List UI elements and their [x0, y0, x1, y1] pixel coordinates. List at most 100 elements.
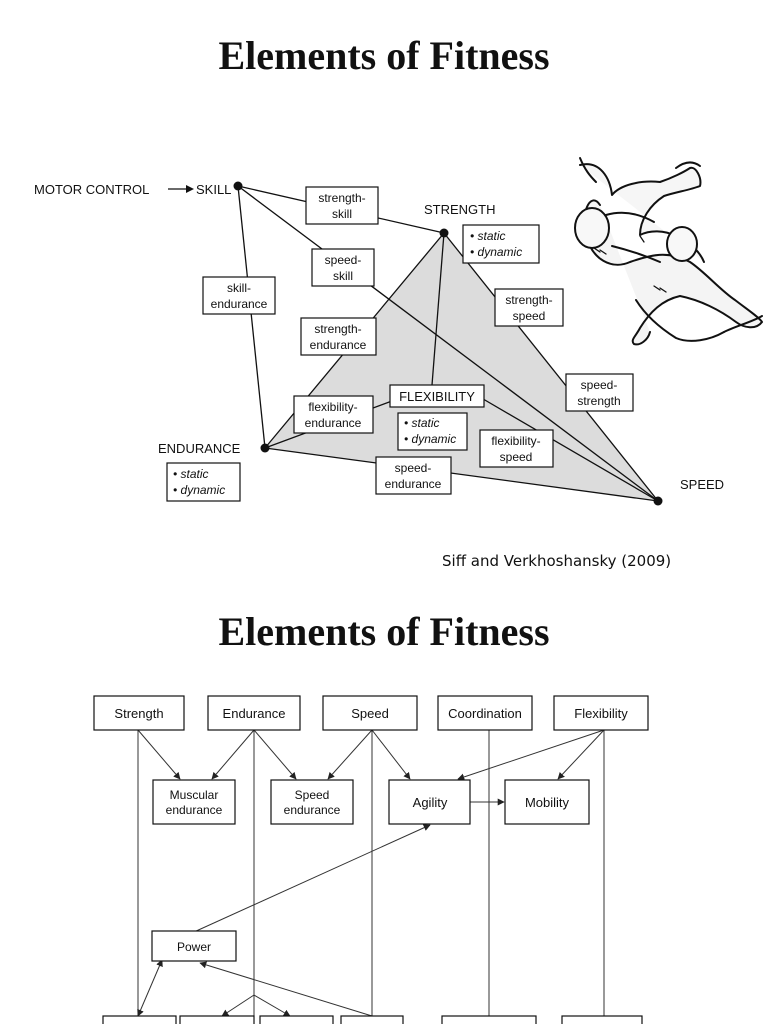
power-strength-arrow: [137, 959, 163, 1017]
label-skill-endurance: skill- endurance: [202, 276, 276, 315]
agility-label: Agility: [413, 795, 448, 810]
endurance-to-speed-endurance-arrow: [253, 729, 297, 780]
label-strength-skill: strength- skill: [305, 186, 379, 225]
flexibility-speed-line1: flexibility-: [491, 434, 540, 448]
agility-box: [388, 779, 471, 825]
power-box: [151, 930, 237, 962]
strength-box: [93, 695, 185, 731]
strength-endurance-line2: endurance: [310, 338, 367, 352]
speed-skill-line2: skill: [333, 269, 353, 283]
flexibility-to-mobility-arrow: [557, 729, 605, 780]
endurance-static: • static: [173, 467, 209, 481]
strength-skill-line2: skill: [332, 207, 352, 221]
strength-dynamic: • dynamic: [470, 245, 522, 259]
endurance-node: [260, 443, 270, 453]
muscular-endurance-box: [152, 779, 236, 825]
flexibility-box-2: [553, 695, 649, 731]
mobility-label: Mobility: [525, 795, 570, 810]
shaded-triangle: [265, 233, 658, 501]
speed-box-label: Speed: [351, 706, 389, 721]
bottom-box-4: [340, 1015, 404, 1024]
endurance-box: [207, 695, 301, 731]
skill-endurance-line2: endurance: [211, 297, 268, 311]
strength-speed-line2: speed: [513, 309, 546, 323]
speed-to-power-arrow: [199, 961, 373, 1017]
flexibility-endurance-line2: endurance: [305, 416, 362, 430]
bottom-box-2: [179, 1015, 255, 1024]
motor-control-arrowhead: [186, 185, 194, 193]
flexibility-endurance-line1: flexibility-: [308, 400, 357, 414]
speed-endurance-line2: endurance: [284, 803, 341, 817]
speed-endurance-line2: endurance: [385, 477, 442, 491]
endurance-label: ENDURANCE: [158, 441, 241, 456]
strength-endurance-line1: strength-: [314, 322, 361, 336]
skill-label: SKILL: [196, 182, 231, 197]
flexibility-to-agility-arrow: [457, 729, 605, 781]
speed-strength-line1: speed-: [581, 378, 618, 392]
speed-to-agility-arrow: [371, 729, 411, 780]
edge-skill-speed: [237, 185, 659, 502]
speed-box: [322, 695, 418, 731]
label-speed-skill: speed- skill: [311, 248, 375, 287]
motor-control-label: MOTOR CONTROL: [34, 182, 149, 197]
coordination-box-label: Coordination: [448, 706, 522, 721]
label-strength-endurance: strength- endurance: [300, 317, 377, 356]
strength-types-box: [462, 224, 540, 264]
skill-endurance-line1: skill-: [227, 281, 251, 295]
label-flexibility-endurance: flexibility- endurance: [293, 395, 374, 434]
bottom-box-5: [441, 1015, 537, 1024]
label-speed-endurance: speed- endurance: [375, 456, 452, 495]
muscular-endurance-line1: Muscular: [170, 788, 219, 802]
flexibility-box: [389, 384, 485, 408]
fitness-triangle-diagram: MOTOR CONTROL SKILL STRENGTH ENDURANCE S…: [34, 157, 763, 506]
edge-strength-speed: [443, 232, 659, 502]
endurance-branch-left: [221, 994, 255, 1017]
edge-strength-flexibility: [431, 232, 445, 386]
endurance-branch-right: [253, 994, 291, 1017]
power-label: Power: [177, 940, 211, 954]
citation: Siff and Verkhoshansky (2009): [442, 552, 672, 570]
edge-endurance-speed: [264, 447, 659, 502]
speed-label: SPEED: [680, 477, 724, 492]
flexibility-dynamic: • dynamic: [404, 432, 456, 446]
speed-strength-line2: strength: [577, 394, 620, 408]
endurance-box-label: Endurance: [223, 706, 286, 721]
skill-node: [233, 181, 243, 191]
bottom-box-3: [259, 1015, 334, 1024]
slide-2-title: Elements of Fitness: [218, 609, 550, 654]
muscular-endurance-line2: endurance: [166, 803, 223, 817]
label-strength-speed: strength- speed: [494, 288, 564, 327]
flexibility-box-label: Flexibility: [574, 706, 628, 721]
speed-endurance-line1: Speed: [295, 788, 330, 802]
endurance-types-box: [166, 462, 241, 502]
strength-node: [439, 228, 449, 238]
endurance-to-muscular-arrow: [211, 729, 255, 780]
power-to-agility-arrow: [193, 824, 431, 933]
flexibility-speed-line2: speed: [500, 450, 533, 464]
speed-endurance-box: [270, 779, 354, 825]
speed-skill-line1: speed-: [325, 253, 362, 267]
wrestlers-illustration: [574, 157, 763, 346]
speed-to-speed-endurance-arrow: [327, 729, 373, 780]
label-speed-strength: speed- strength: [565, 373, 634, 412]
flexibility-types-box: [397, 412, 468, 451]
bottom-box-1: [102, 1015, 177, 1024]
strength-to-muscular-arrow: [137, 729, 181, 780]
label-flexibility-speed: flexibility- speed: [479, 429, 554, 468]
strength-box-label: Strength: [114, 706, 163, 721]
speed-endurance-line1: speed-: [395, 461, 432, 475]
bottom-box-6: [561, 1015, 643, 1024]
edge-skill-endurance: [237, 185, 266, 449]
strength-static: • static: [470, 229, 506, 243]
flexibility-label: FLEXIBILITY: [399, 389, 475, 404]
coordination-box: [437, 695, 533, 731]
slide-1-title: Elements of Fitness: [218, 33, 550, 78]
strength-label: STRENGTH: [424, 202, 496, 217]
flexibility-static: • static: [404, 416, 440, 430]
strength-speed-line1: strength-: [505, 293, 552, 307]
speed-node: [653, 496, 663, 506]
strength-skill-line1: strength-: [318, 191, 365, 205]
mobility-box: [504, 779, 590, 825]
endurance-dynamic: • dynamic: [173, 483, 225, 497]
